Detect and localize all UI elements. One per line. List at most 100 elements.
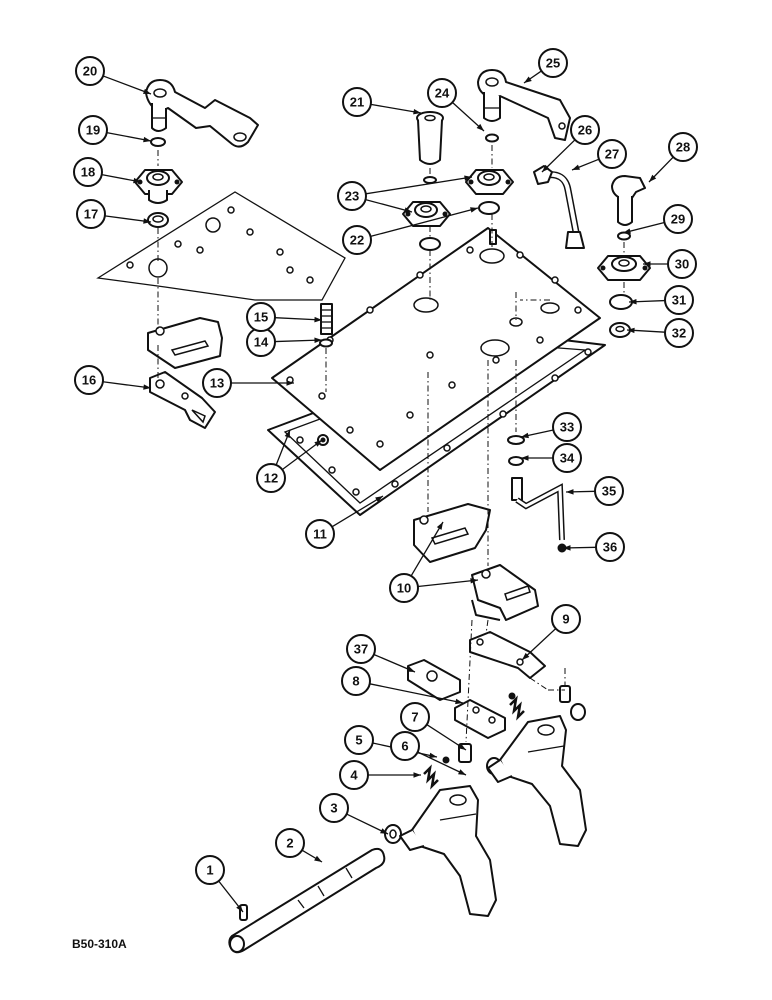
callout-leader-11 <box>331 495 384 528</box>
ring-3 <box>384 824 402 844</box>
callout-circle-13 <box>202 368 232 398</box>
callout-leader-extra-23 <box>365 198 413 213</box>
bolt-12 <box>317 434 329 446</box>
callout-circle-12 <box>256 463 286 493</box>
callout-arrowhead-16 <box>143 384 151 390</box>
callout-label-16: 16 <box>82 373 96 388</box>
callout-arrowhead-34 <box>521 455 529 461</box>
callout-label-17: 17 <box>84 207 98 222</box>
washer-34 <box>508 456 524 466</box>
seal-22-left <box>419 237 441 251</box>
callout-arrowhead-1 <box>236 904 243 912</box>
callout-label-37: 37 <box>354 642 368 657</box>
callout-circle-31 <box>664 285 694 315</box>
shift-fork-upper <box>487 715 587 847</box>
callout-arrowhead-35 <box>566 489 574 495</box>
callout-label-21: 21 <box>350 95 364 110</box>
tube-27 <box>544 171 585 249</box>
callout-circle-33 <box>552 412 582 442</box>
plunger-upper-right <box>559 685 571 703</box>
callout-circle-15 <box>246 302 276 332</box>
callout-circle-29 <box>663 204 693 234</box>
lever-28 <box>611 175 646 226</box>
callout-leader-9 <box>521 628 557 661</box>
callout-circle-22 <box>342 225 372 255</box>
callout-arrowhead-11 <box>375 496 383 503</box>
callout-leader-22 <box>370 207 479 238</box>
callout-arrowhead-33 <box>521 432 529 439</box>
callout-arrowhead-9 <box>522 652 530 660</box>
block-37 <box>407 659 461 701</box>
shift-rail-2 <box>228 847 386 954</box>
callout-arrowhead-17 <box>143 218 151 224</box>
callout-label-20: 20 <box>83 64 97 79</box>
callout-label-34: 34 <box>560 451 575 466</box>
shift-fork-lower <box>399 785 497 917</box>
lever-25 <box>477 69 571 141</box>
parts-drawing <box>96 69 651 954</box>
callout-circle-18 <box>73 157 103 187</box>
spring-upper-right <box>509 695 525 721</box>
callout-circle-7 <box>400 702 430 732</box>
spring-4 <box>423 764 439 790</box>
callout-label-13: 13 <box>210 376 224 391</box>
callout-arrowhead-20 <box>143 88 151 94</box>
callout-circle-35 <box>594 476 624 506</box>
callout-circle-37 <box>346 634 376 664</box>
callout-circle-19 <box>78 115 108 145</box>
callout-arrowhead-2 <box>314 855 322 862</box>
seal-17 <box>147 212 169 228</box>
bushing-23-left <box>402 201 451 227</box>
callout-circle-36 <box>595 532 625 562</box>
callout-arrowhead-15 <box>314 316 322 323</box>
callout-arrowhead-21 <box>413 109 421 115</box>
callout-leader-15 <box>274 317 323 321</box>
callout-circle-27 <box>597 139 627 169</box>
o-ring-19 <box>150 137 166 147</box>
ball-upper-right <box>508 692 516 700</box>
selector-plate-9 <box>469 631 546 679</box>
bushing-23-right <box>465 169 514 195</box>
bracket-10-upper <box>413 503 491 563</box>
callout-label-24: 24 <box>435 86 450 101</box>
lever-20 <box>145 79 259 148</box>
callout-leader-26 <box>541 139 576 173</box>
ball-5 <box>442 756 450 764</box>
callout-arrowhead-19 <box>143 136 151 143</box>
clip-upper-far-right <box>570 703 586 721</box>
stud-15 <box>320 303 333 335</box>
callout-label-19: 19 <box>86 123 100 138</box>
callout-label-33: 33 <box>560 420 574 435</box>
callout-arrowhead-30 <box>643 261 651 267</box>
callout-leader-14 <box>274 339 323 343</box>
callout-circle-32 <box>664 318 694 348</box>
callout-leader-extra-12 <box>275 429 291 466</box>
cover-plate-13 <box>271 227 601 471</box>
callout-leader-20 <box>102 75 152 95</box>
callout-leader-10 <box>410 521 444 577</box>
callout-circle-17 <box>76 199 106 229</box>
callout-circle-21 <box>342 87 372 117</box>
callout-circle-20 <box>75 56 105 86</box>
seal-22-right <box>478 201 500 215</box>
pin-21 <box>416 111 444 165</box>
callout-arrowhead-29 <box>623 228 631 234</box>
callout-label-2: 2 <box>286 836 293 851</box>
callout-arrowhead-28 <box>649 174 657 182</box>
callout-label-4: 4 <box>350 768 358 783</box>
callout-arrowhead-27 <box>572 164 580 170</box>
callout-label-11: 11 <box>313 527 327 542</box>
callout-leader-17 <box>104 215 152 223</box>
callout-arrowhead-4 <box>413 772 421 778</box>
callout-arrowhead-6 <box>458 769 466 775</box>
callout-label-9: 9 <box>562 612 569 627</box>
callout-leader-3 <box>346 813 389 835</box>
o-ring-24 <box>485 133 499 143</box>
callout-circle-1 <box>195 855 225 885</box>
callout-arrowhead-7 <box>458 743 466 750</box>
callout-arrowhead-25 <box>524 76 532 83</box>
callout-arrowhead-26 <box>542 164 550 172</box>
clip-24 <box>423 176 437 184</box>
callout-leader-8 <box>369 683 464 704</box>
